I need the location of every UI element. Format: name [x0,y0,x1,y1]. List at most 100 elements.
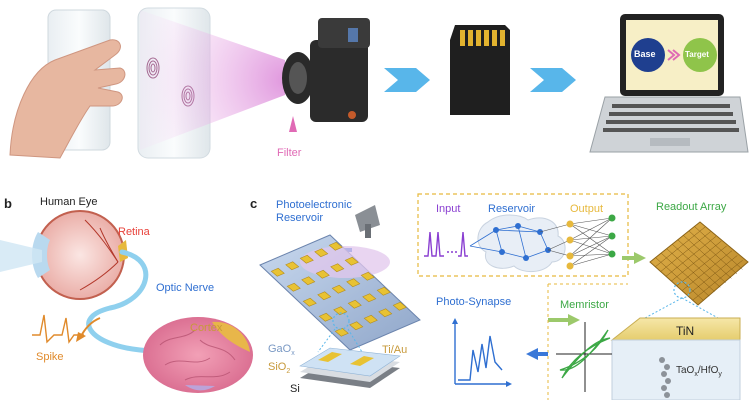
readout-grid-line [676,245,727,287]
filter-label: Filter [277,147,302,159]
chip-zoom-circle [332,312,350,330]
electrode-pad [350,356,374,366]
camera-body [310,40,368,122]
memristor-iv-plot [556,322,612,392]
electrode-pad [302,297,317,307]
readout-grid-line [660,252,710,297]
iv-loop [559,329,609,371]
chevron-right-icon [667,49,681,61]
memristor-stack [610,317,741,400]
electrode-pad [285,261,300,271]
photoelectronic-chip [259,234,421,351]
output-nodes [566,220,574,270]
electrode-pad [360,271,375,281]
gaox-label: GaOx [268,343,295,358]
photo-synapse-plot [452,318,512,387]
electrode-pad [349,321,364,331]
readout-grid-line [665,236,717,277]
readout-grid-line [655,226,706,267]
readout-grid-line [681,250,733,291]
reservoir-title-line2: Reservoir [276,212,324,224]
electrode-pad [362,293,377,303]
electrode-pad [333,306,348,316]
input-pulses [424,231,444,257]
spike-label: Spike [36,351,64,363]
arrow-right-icon [568,314,580,326]
arrow-right-icon [384,68,430,92]
readout-grid-line [683,235,732,279]
base-label: Base [634,49,656,59]
readout-grid-line [688,230,738,275]
photo-synapse-label: Photo-Synapse [436,296,512,308]
readout-grid-line [687,255,738,296]
readout-grid-line [660,231,711,272]
readout-array-label: Readout Array [656,201,727,213]
electrode-pad [314,248,329,258]
electrode-pad [286,282,301,292]
filament [659,357,671,398]
projected-pattern [300,246,390,278]
electrode-pad [392,301,407,311]
readout-grid-line [694,226,743,270]
electrode-pad [347,299,362,309]
electrode-pad [315,269,330,279]
hand-with-glass [9,9,126,159]
target-label: Target [685,50,709,59]
panel-c-letter: c [250,196,258,211]
electrode-pad [318,312,333,322]
tiau-label: Ti/Au [382,344,408,356]
oxide-layer [611,339,741,400]
readout-grid-line [671,240,722,282]
base-circle [631,38,665,72]
taox-hfox-label: TaOx/HfOy [676,365,722,379]
laptop-keyboard [589,96,749,153]
electrode-pad [301,276,316,286]
laptop [589,14,749,153]
electrode-pad [346,278,361,288]
readout-grid-line [692,260,743,301]
input-label: Input [436,203,461,215]
electrode-pad [376,286,391,296]
cortex-label: Cortex [190,322,223,334]
sio2-label: SiO2 [268,361,291,376]
optic-nerve-label: Optic Nerve [156,282,215,294]
hand [9,39,126,159]
arrow-down-icon [76,332,86,342]
eye-illustration [0,210,128,300]
readout-grid-line [672,244,721,288]
electrode-pad [331,284,346,294]
memristor-label: Memristor [560,299,609,311]
incoming-light [0,240,42,272]
electrode-pad [363,314,378,324]
electrode-pad [299,254,314,264]
camera [282,18,370,122]
human-eye-label: Human Eye [40,196,98,208]
tin-label: TiN [676,324,695,338]
arrow-right-icon [634,252,646,264]
readout-grid-base [649,221,749,306]
iv-loop [561,337,611,379]
arrow-right-icon [530,68,576,92]
eyeball [35,210,125,300]
readout-array [649,221,749,306]
light-beam [140,10,285,150]
output-label: Output [570,203,604,215]
device-cross-section [299,347,401,388]
readout-grid-line [677,239,726,283]
arrow-left-icon [526,348,538,360]
filter-arrow-icon [289,116,297,132]
electrode-pad [318,352,342,362]
si-label: Si [290,383,300,395]
readout-grid-line [655,257,704,301]
panel-b-letter: b [4,196,12,211]
electrode-pad [317,291,332,301]
sd-card-icon [450,25,510,115]
electrode-pad [344,256,359,266]
gaox-layer [299,347,401,377]
reservoir-label: Reservoir [488,203,536,215]
electrode-pad [328,241,343,251]
electrode-pad [270,267,285,277]
spike-trace [32,314,84,344]
reservoir-title-line1: Photoelectronic [276,199,352,211]
